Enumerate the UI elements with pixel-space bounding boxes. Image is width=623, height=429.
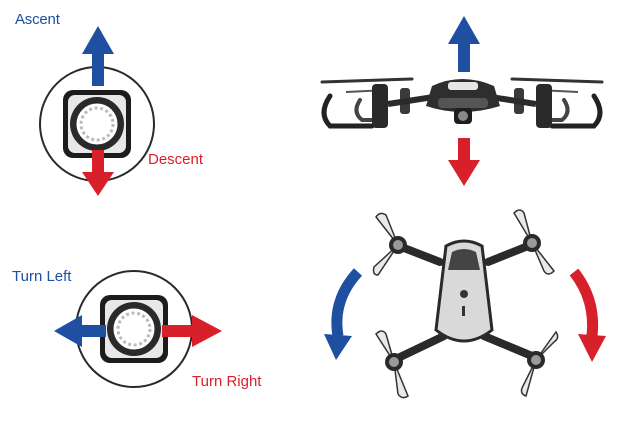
ascent-arrow bbox=[82, 26, 114, 86]
rotate-left-arrow bbox=[324, 268, 363, 360]
turn-left-arrow bbox=[54, 315, 106, 347]
ascent-label: Ascent bbox=[15, 11, 61, 28]
drone-top-view-icon bbox=[372, 209, 559, 399]
drone-down-arrow bbox=[448, 138, 480, 186]
drone-side-view-icon bbox=[320, 16, 604, 186]
rotate-right-arrow bbox=[569, 268, 606, 362]
turn-right-label: Turn Right bbox=[192, 373, 262, 390]
descent-arrow bbox=[82, 150, 114, 196]
drone-up-arrow bbox=[448, 16, 480, 72]
turn-right-arrow bbox=[162, 315, 222, 347]
descent-label: Descent bbox=[148, 151, 204, 168]
turn-left-label: Turn Left bbox=[12, 268, 72, 285]
